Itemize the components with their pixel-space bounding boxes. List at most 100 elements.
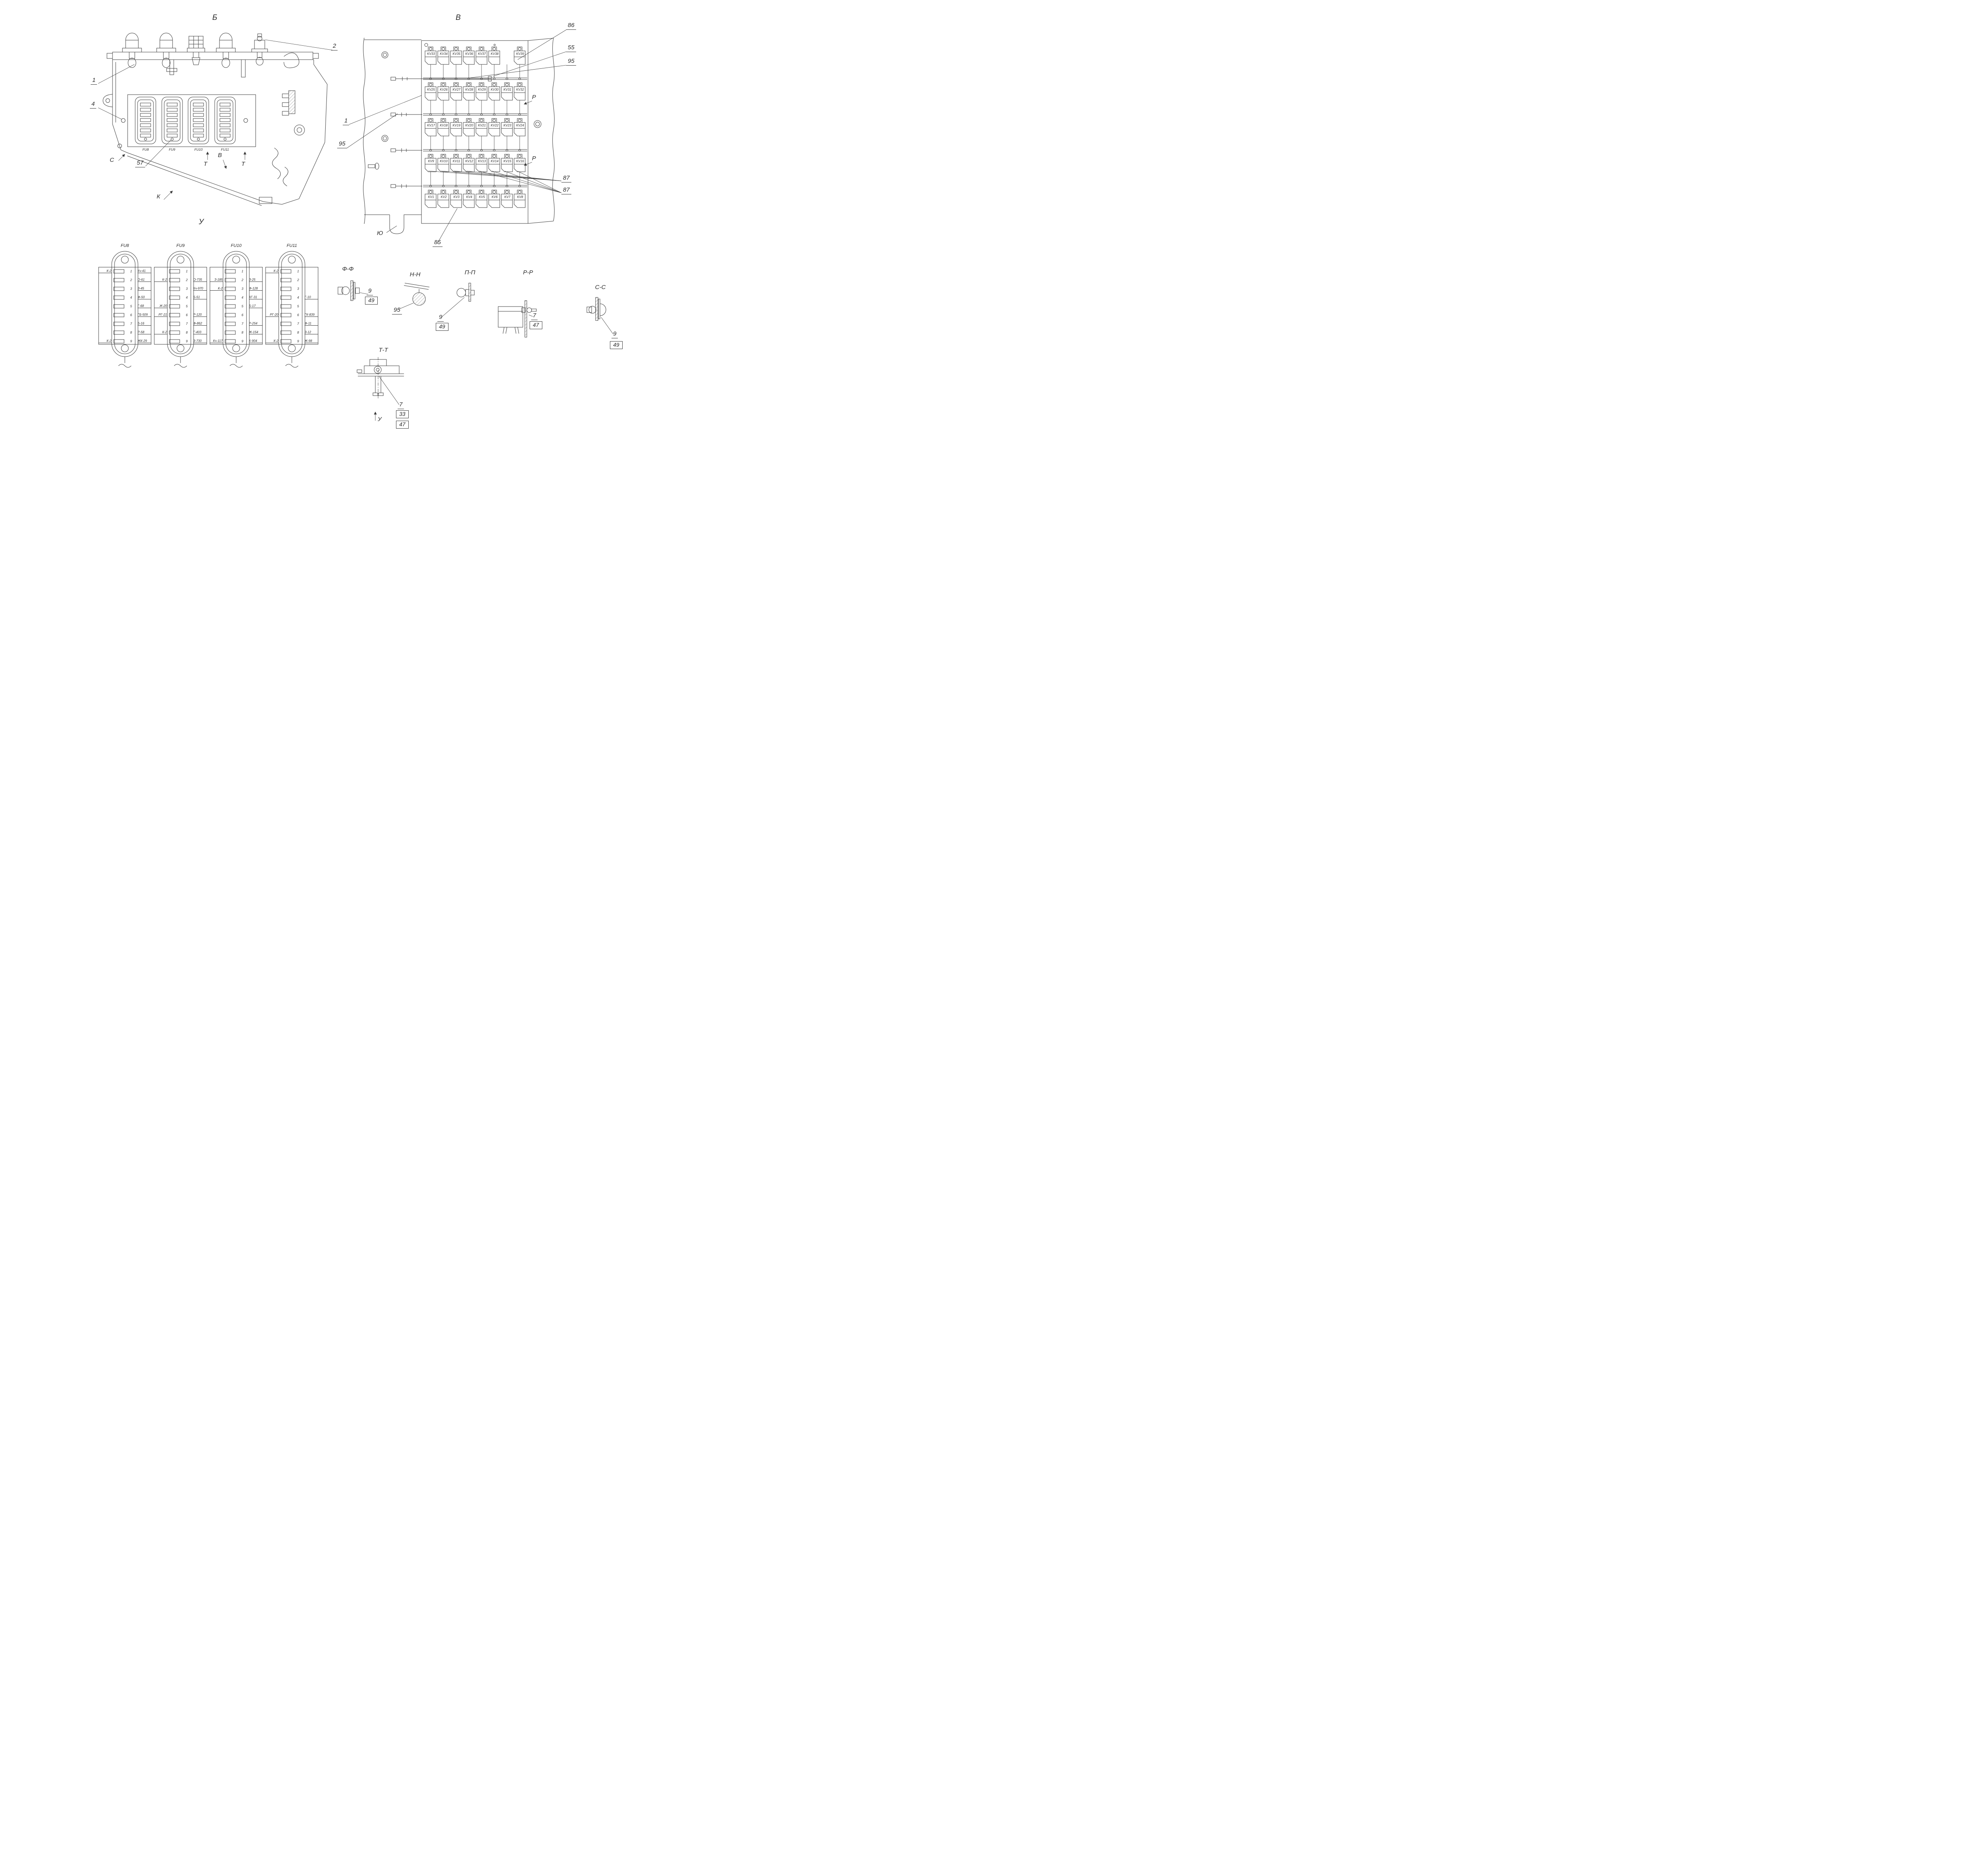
wire-label-right: О-735 (193, 278, 207, 282)
pin-number: 3 (186, 287, 188, 291)
fuse-pin-row: РГ-21 6 Р-120 (154, 311, 207, 319)
wire-label-right: З-25 (249, 278, 262, 282)
wire-label-right: З-730 (193, 339, 207, 343)
relay-label: KV5 (479, 195, 485, 199)
fuse-pin-row: 7 Ф-862 (154, 319, 207, 328)
section-pp-art (441, 283, 475, 318)
fuse-block-title-fu9: FU9 (176, 243, 185, 248)
relay-label: KV10 (440, 159, 448, 163)
relay-callout-86: 86 (566, 22, 576, 30)
relay-label: KV15 (503, 159, 511, 163)
pin-number: 9 (186, 339, 188, 343)
section-title-hh: Н-Н (410, 271, 421, 278)
fuse-pin-row: К-2 8 Г-403 (154, 328, 207, 337)
relay-label: KV36 (465, 52, 473, 56)
fuse-pin-row: 7 Ф-11 (266, 319, 318, 328)
relay-label: KV38 (491, 52, 499, 56)
wire-label-right: Ф-862 (193, 322, 207, 326)
wire-label-right: Б-16 (138, 322, 151, 326)
fuse-pin-row: 8 Р-58 (99, 328, 151, 337)
pin-number: 7 (297, 322, 299, 326)
pin-number: 9 (130, 339, 132, 343)
wire-label-right: Г-10 (305, 295, 318, 299)
wire-label-right: ГК-839 (305, 313, 318, 317)
wire-label-right: Б-51 (193, 295, 207, 299)
relay-label: KV20 (465, 124, 473, 127)
fuse-pin-row: 4 Ф-50 (99, 293, 151, 302)
wire-label-right: О-61 (138, 278, 151, 282)
relay-label: KV32 (516, 88, 524, 91)
relay-callout-87-b: 87 (561, 186, 571, 194)
assembly-marker-v: В (218, 152, 222, 159)
fuse-pin-row: 5 Г-68 (99, 302, 151, 311)
relay-label: KV12 (465, 159, 473, 163)
pin-number: 5 (297, 304, 299, 308)
wire-label-left: РГ-21 (154, 313, 167, 317)
fuse-pin-row: 5 Б-17 (210, 302, 262, 311)
section-hh-art (398, 283, 430, 310)
relay-label: KV6 (491, 195, 498, 199)
wire-label-right: КГ-31 (249, 295, 262, 299)
pin-number: 4 (130, 295, 132, 299)
pin-number: 8 (297, 330, 299, 334)
relay-callout-87-a: 87 (561, 175, 571, 182)
pin-number: 4 (186, 295, 188, 299)
relay-callout-95-right: 95 (566, 58, 576, 66)
section-cc-callout-9: 9 (612, 330, 618, 338)
section-cc-art (586, 297, 613, 334)
pin-number: 6 (241, 313, 243, 317)
section-tt-callout-33: 33 (396, 410, 409, 418)
fuse-pin-row: 3 Кч-970 (154, 284, 207, 293)
fuse-block-title-fu8: FU8 (120, 243, 129, 248)
assembly-view-label: Б (212, 14, 217, 22)
fuse-pin-row: 8 Ж-154 (210, 328, 262, 337)
pin-number: 6 (130, 313, 132, 317)
relay-label: KV24 (516, 124, 524, 127)
fuse-pin-row: 8 З-12 (266, 328, 318, 337)
section-pp-callout-9: 9 (437, 314, 444, 322)
section-hh-callout-95: 95 (392, 307, 402, 315)
fuse-pin-row: 9 З-730 (154, 337, 207, 346)
relay-label: KV27 (452, 88, 460, 91)
relay-label: KV11 (452, 159, 460, 163)
pin-number: 2 (241, 278, 243, 282)
fuse-pin-row: 1 (210, 267, 262, 276)
assembly-callout-4: 4 (90, 101, 97, 109)
pin-number: 4 (297, 295, 299, 299)
relay-label (501, 52, 514, 57)
wire-label-right: Ф-128 (249, 287, 262, 291)
wire-label-right: Ж-154 (249, 330, 262, 334)
wire-label-right: ГБ-509 (138, 313, 151, 317)
assembly-fuse-label: FU8 (142, 148, 149, 151)
fuse-pin-row: 1 (154, 267, 207, 276)
pin-number: 9 (297, 339, 299, 343)
relay-label: KV30 (491, 88, 499, 91)
fuse-pin-row: 2 О-61 (99, 276, 151, 284)
fuse-block-table-fu8: К-2 1 Кч-41 2 О-61 3 З-45 4 Ф-50 5 Г-68 … (99, 267, 151, 346)
section-ff-callout-49: 49 (365, 297, 378, 305)
pin-number: 1 (130, 269, 132, 273)
pin-number: 8 (241, 330, 243, 334)
wire-label-left: Ж-20 (154, 304, 167, 308)
relay-label: KV14 (491, 159, 499, 163)
wire-label-right: ЖК-29 (138, 339, 151, 343)
wire-label-left: К-2 (210, 287, 223, 291)
relay-marker-yu: Ю (377, 230, 383, 237)
pin-number: 6 (186, 313, 188, 317)
relay-label: KV2 (441, 195, 447, 199)
fuse-block-table-fu10: 1 З-185 2 З-25 К-2 3 Ф-128 4 КГ-31 5 Б-1… (210, 267, 262, 346)
wire-label-right: Р-120 (193, 313, 207, 317)
section-title-tt: Т-Т (379, 347, 388, 353)
pin-number: 2 (186, 278, 188, 282)
wire-label-right: Кч-970 (193, 287, 207, 291)
pin-number: 7 (130, 322, 132, 326)
pin-number: 1 (297, 269, 299, 273)
fuse-pin-row: 6 (210, 311, 262, 319)
relay-label: KV34 (440, 52, 448, 56)
pin-number: 8 (130, 330, 132, 334)
relay-label: KV22 (491, 124, 499, 127)
